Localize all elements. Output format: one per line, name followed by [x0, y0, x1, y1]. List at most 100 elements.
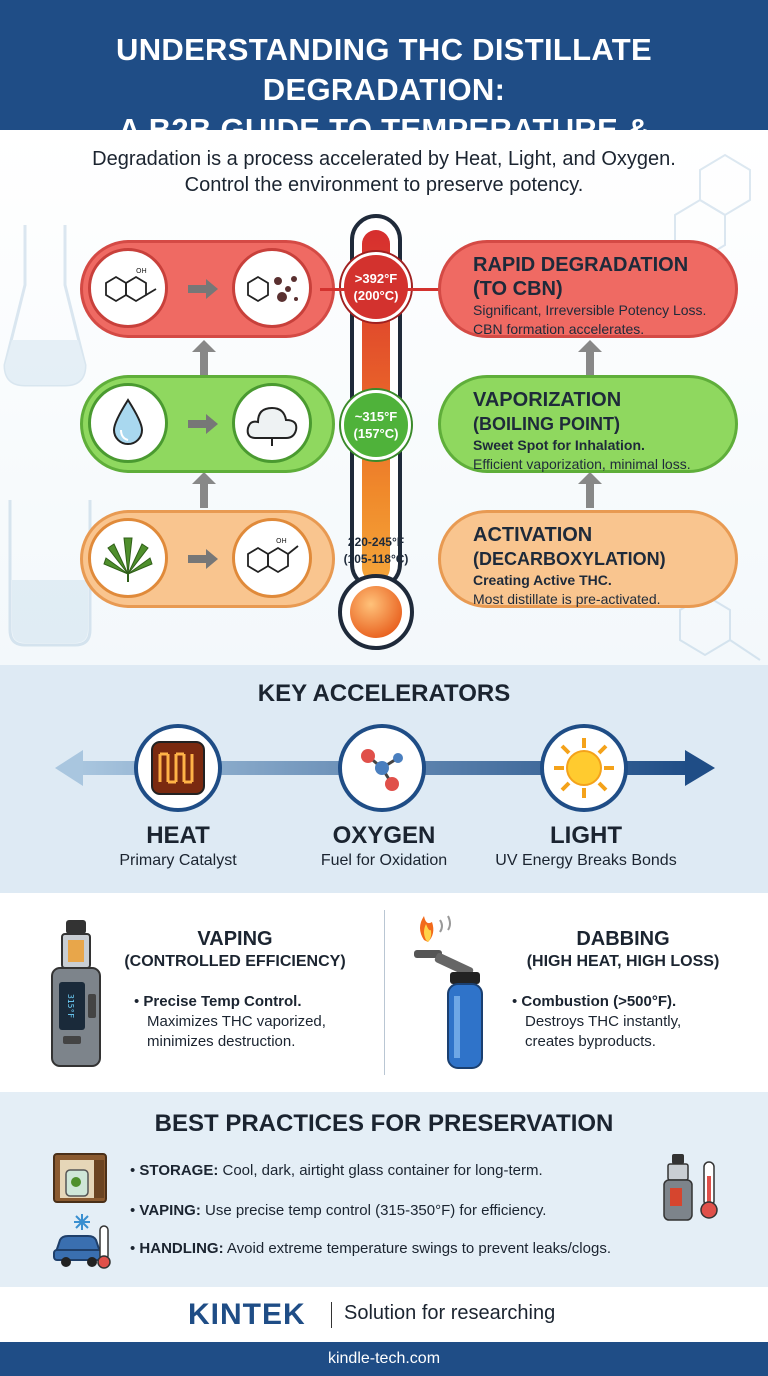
light-circle: [540, 724, 628, 812]
temp-f: ~315°F: [354, 409, 398, 424]
thc-molecule-circle: OH: [88, 248, 168, 328]
oxygen-circle: [338, 724, 426, 812]
temp-f: 220-245°F: [347, 535, 405, 549]
accelerator-name: LIGHT: [550, 822, 622, 849]
dabbing-name: DABBING: [576, 928, 670, 950]
right-arrow-icon: [188, 549, 218, 569]
temp-c: (157°C): [353, 426, 399, 441]
stage-title: VAPORIZATION: [473, 389, 622, 411]
vaping-bullet-line-2: minimizes destruction.: [147, 1033, 296, 1050]
connector-line: [320, 288, 450, 291]
footer-url[interactable]: kindle-tech.com: [0, 1342, 768, 1376]
kintek-logo: KINTEK: [188, 1298, 306, 1331]
up-arrow-icon: [578, 340, 602, 376]
vapor-cloud-icon: [246, 406, 298, 446]
dabbing-bullet: • Combustion (>500°F). Destroys THC inst…: [512, 992, 752, 1052]
accelerator-desc: UV Energy Breaks Bonds: [495, 852, 677, 869]
molecule-decoration-icon: [674, 153, 751, 260]
thca-molecule-circle: OH: [232, 518, 312, 598]
best-practice-text: Use precise temp control (315-350°F) for…: [205, 1202, 547, 1219]
best-practice-item: • STORAGE: Cool, dark, airtight glass co…: [130, 1162, 543, 1179]
stage-bold-line: Creating Active THC.: [473, 572, 612, 588]
best-practice-text: Avoid extreme temperature swings to prev…: [226, 1240, 611, 1257]
best-practices-section: [0, 1092, 768, 1287]
intro-text: Degradation is a process accelerated by …: [0, 146, 768, 198]
dabbing-bullet-line-1: Destroys THC instantly,: [525, 1013, 682, 1030]
vaping-bullet-bold: Precise Temp Control.: [143, 993, 302, 1010]
vaping-subtitle: (CONTROLLED EFFICIENCY): [124, 953, 346, 970]
accelerator-oxygen: OXYGEN Fuel for Oxidation: [284, 822, 484, 870]
methods-divider: [384, 910, 385, 1075]
dab-torch-icon: [414, 915, 483, 1069]
vapor-cloud-circle: [232, 383, 312, 463]
degraded-molecule-icon: [247, 275, 298, 303]
temp-c: (200°C): [353, 288, 399, 303]
sun-icon: [554, 738, 614, 798]
title-line-1: UNDERSTANDING THC DISTILLATE DEGRADATION…: [116, 32, 652, 107]
stage-title: RAPID DEGRADATION: [473, 254, 689, 276]
vape-screen-text: 315°F: [66, 994, 75, 1018]
stage-line-1: Most distillate is pre-activated.: [473, 591, 661, 607]
accelerator-name: OXYGEN: [332, 822, 436, 849]
right-arrow-icon: [188, 279, 218, 299]
vaping-bullet: • Precise Temp Control. Maximizes THC va…: [134, 992, 374, 1052]
brand-tagline: Solution for researching: [344, 1302, 556, 1324]
thc-molecule-icon: OH: [105, 267, 157, 303]
vaping-title: VAPING (CONTROLLED EFFICIENCY): [110, 928, 360, 971]
car-snowflake-icon: [53, 1214, 111, 1269]
up-arrow-icon: [578, 472, 602, 508]
oxygen-molecule-icon: [361, 749, 403, 791]
brand-separator: [331, 1302, 332, 1328]
droplet-circle: [88, 383, 168, 463]
accelerator-light: LIGHT UV Energy Breaks Bonds: [486, 822, 686, 870]
stage-line-2: CBN formation accelerates.: [473, 321, 645, 337]
stage-line-1: Significant, Irreversible Potency Loss.: [473, 302, 707, 318]
intro-line-2: Control the environment to preserve pote…: [184, 174, 584, 196]
accelerator-heat: HEAT Primary Catalyst: [78, 822, 278, 870]
stage-subtitle: (BOILING POINT): [473, 414, 620, 434]
stage-vaporization-info: VAPORIZATION (BOILING POINT) Sweet Spot …: [438, 375, 738, 473]
best-practice-label: VAPING:: [139, 1202, 201, 1219]
cannabis-leaf-icon: [103, 537, 153, 582]
temp-f: >392°F: [354, 271, 398, 286]
svg-text:OH: OH: [136, 267, 147, 275]
brand-strip: [0, 1288, 768, 1342]
accelerator-desc: Fuel for Oxidation: [320, 852, 448, 869]
cannabis-leaf-circle: [88, 518, 168, 598]
best-practice-text: Cool, dark, airtight glass container for…: [222, 1162, 543, 1179]
best-practice-item: • HANDLING: Avoid extreme temperature sw…: [130, 1240, 611, 1257]
vaping-bullet-line-1: Maximizes THC vaporized,: [147, 1013, 326, 1030]
stage-bold-line: Sweet Spot for Inhalation.: [473, 437, 645, 453]
header-banner: UNDERSTANDING THC DISTILLATE DEGRADATION…: [0, 0, 768, 187]
intro-line-1: Degradation is a process accelerated by …: [92, 148, 676, 170]
right-arrow-icon: [188, 414, 218, 434]
best-practice-item: • VAPING: Use precise temp control (315-…: [130, 1202, 547, 1219]
accelerator-desc: Primary Catalyst: [119, 852, 237, 869]
stage-activation-info: ACTIVATION (DECARBOXYLATION) Creating Ac…: [438, 510, 738, 608]
accelerator-name: HEAT: [146, 822, 210, 849]
temp-badge-degradation: >392°F (200°C): [341, 252, 411, 322]
storage-cabinet-icon: [53, 1153, 107, 1203]
temp-badge-vaporization: ~315°F (157°C): [341, 390, 411, 460]
accelerators-title: KEY ACCELERATORS: [257, 680, 511, 707]
vape-thermometer-icon: [663, 1154, 718, 1221]
up-arrow-icon: [192, 472, 216, 508]
dabbing-title: DABBING (HIGH HEAT, HIGH LOSS): [498, 928, 748, 971]
up-arrow-icon: [192, 340, 216, 376]
beaker-decoration-icon: [8, 500, 92, 647]
stage-title: ACTIVATION: [473, 524, 593, 546]
stage-subtitle: (TO CBN): [473, 278, 563, 300]
heating-element-icon: [151, 741, 205, 795]
flask-decoration-icon: [3, 225, 87, 387]
stage-subtitle: (DECARBOXYLATION): [473, 549, 666, 569]
dabbing-bullet-bold: Combustion (>500°F).: [521, 993, 677, 1010]
stage-line-1: Efficient vaporization, minimal loss.: [473, 456, 691, 472]
vape-device-icon: 315°F: [51, 920, 101, 1067]
heat-circle: [134, 724, 222, 812]
dabbing-subtitle: (HIGH HEAT, HIGH LOSS): [526, 953, 720, 970]
temp-c: (105-118°C): [343, 552, 409, 566]
vaping-name: VAPING: [197, 928, 273, 950]
thca-molecule-icon: OH: [247, 537, 299, 574]
stage-degradation-info: RAPID DEGRADATION (TO CBN) Significant, …: [438, 240, 738, 338]
best-practice-label: HANDLING:: [139, 1240, 224, 1257]
